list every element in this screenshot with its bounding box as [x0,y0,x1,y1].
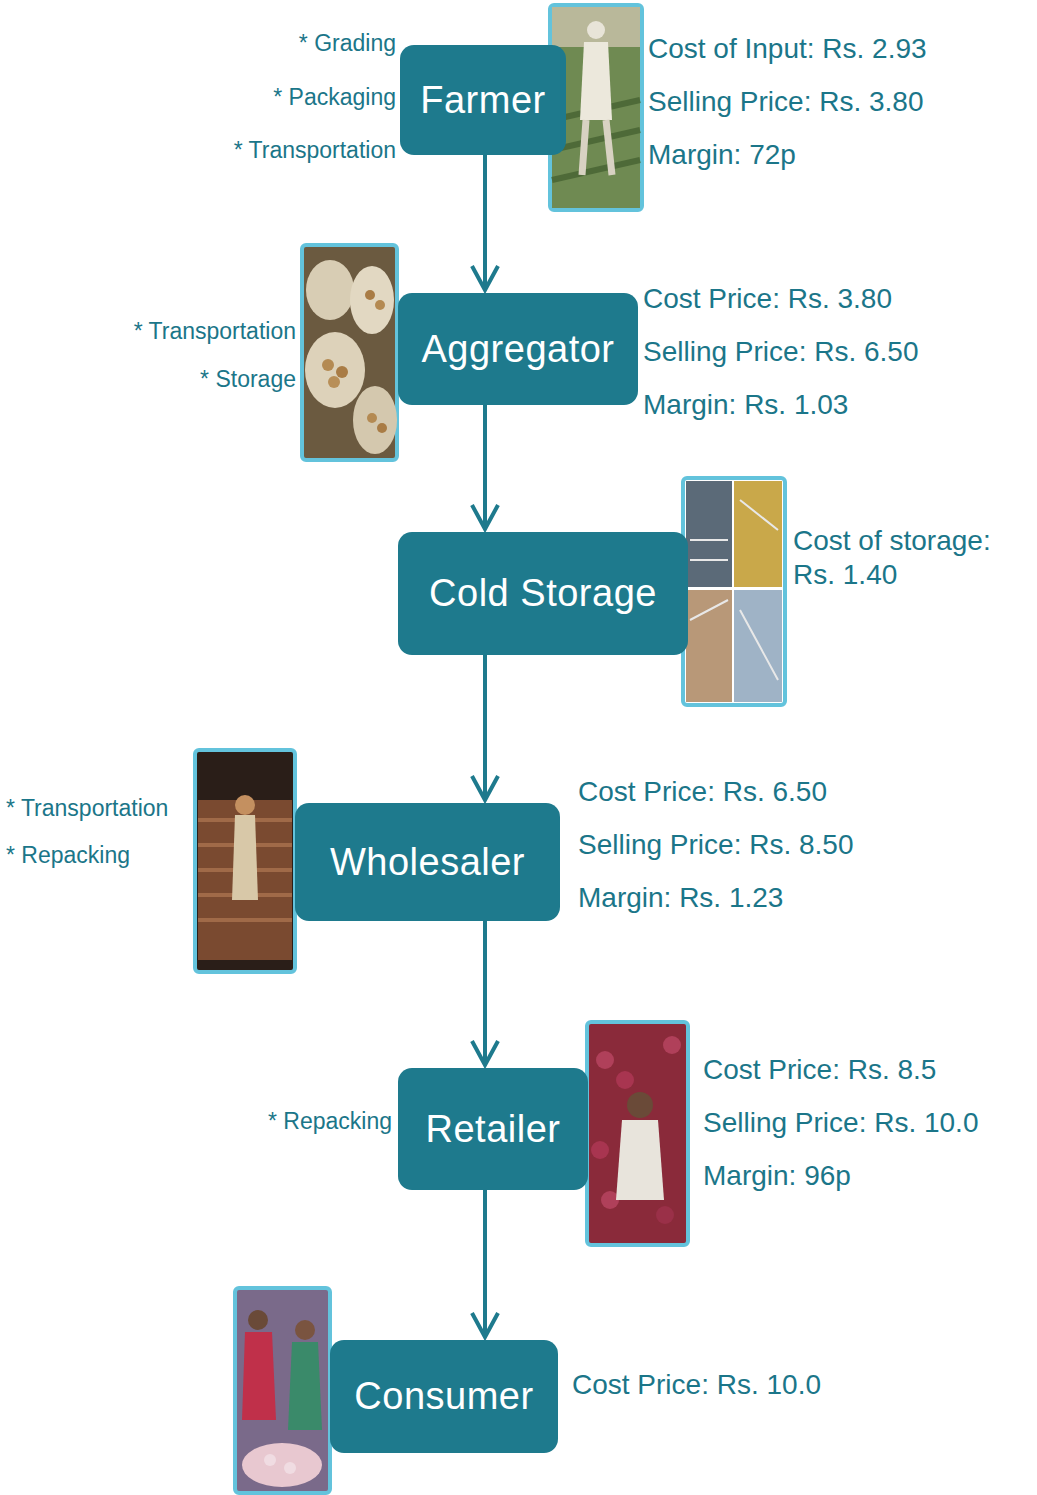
arrow-head [472,1313,498,1337]
activity-note: * Storage [200,366,296,394]
activity-note: * Transportation [234,137,396,165]
arrow-shaft [483,405,487,529]
stage-box: Wholesaler [295,803,560,921]
price-note: Cost Price: Rs. 3.80 [643,282,892,316]
price-note: Cost of storage: Rs. 1.40 [793,524,1029,591]
sacks-photo [302,245,397,460]
price-note: Margin: 96p [703,1159,851,1193]
activity-note: * Transportation [6,795,168,823]
arrow-shaft [483,921,487,1065]
stage-box: Aggregator [398,293,638,405]
activity-note: * Repacking [6,842,130,870]
stage-name: Farmer [420,79,545,122]
activity-note: * Transportation [134,318,296,346]
wholesaler-photo [195,750,295,972]
price-note: Margin: 72p [648,138,796,172]
price-note: Cost Price: Rs. 8.5 [703,1053,936,1087]
arrow-head [472,1041,498,1065]
activity-note: * Packaging [273,84,396,112]
price-note: Selling Price: Rs. 8.50 [578,828,853,862]
arrow-head [472,776,498,800]
flow-arrow [472,921,498,1065]
price-note: Margin: Rs. 1.23 [578,881,783,915]
stage-name: Wholesaler [330,841,525,884]
arrow-shaft [483,655,487,800]
price-note: Cost Price: Rs. 10.0 [572,1368,821,1402]
price-note: Selling Price: Rs. 3.80 [648,85,923,119]
price-note: Selling Price: Rs. 10.0 [703,1106,978,1140]
stage-box: Retailer [398,1068,588,1190]
consumer-photo [235,1288,330,1493]
arrow-shaft [483,1190,487,1337]
arrow-head [472,266,498,290]
warehouse-photo [683,478,785,705]
stage-box: Farmer [400,45,566,155]
flow-arrow [472,655,498,800]
stage-name: Cold Storage [429,572,657,615]
price-note: Margin: Rs. 1.03 [643,388,848,422]
price-note: Cost of Input: Rs. 2.93 [648,32,927,66]
price-note: Cost Price: Rs. 6.50 [578,775,827,809]
activity-note: * Repacking [268,1108,392,1136]
flow-arrow [472,405,498,529]
stage-box: Cold Storage [398,532,688,655]
stage-name: Aggregator [421,328,614,371]
flow-arrow [472,1190,498,1337]
arrow-shaft [483,155,487,290]
price-note: Selling Price: Rs. 6.50 [643,335,918,369]
activity-note: * Grading [299,30,396,58]
retailer-photo [587,1022,688,1245]
flow-arrow [472,155,498,290]
stage-box: Consumer [330,1340,558,1453]
arrow-head [472,505,498,529]
stage-name: Retailer [426,1108,561,1151]
stage-name: Consumer [354,1375,533,1418]
